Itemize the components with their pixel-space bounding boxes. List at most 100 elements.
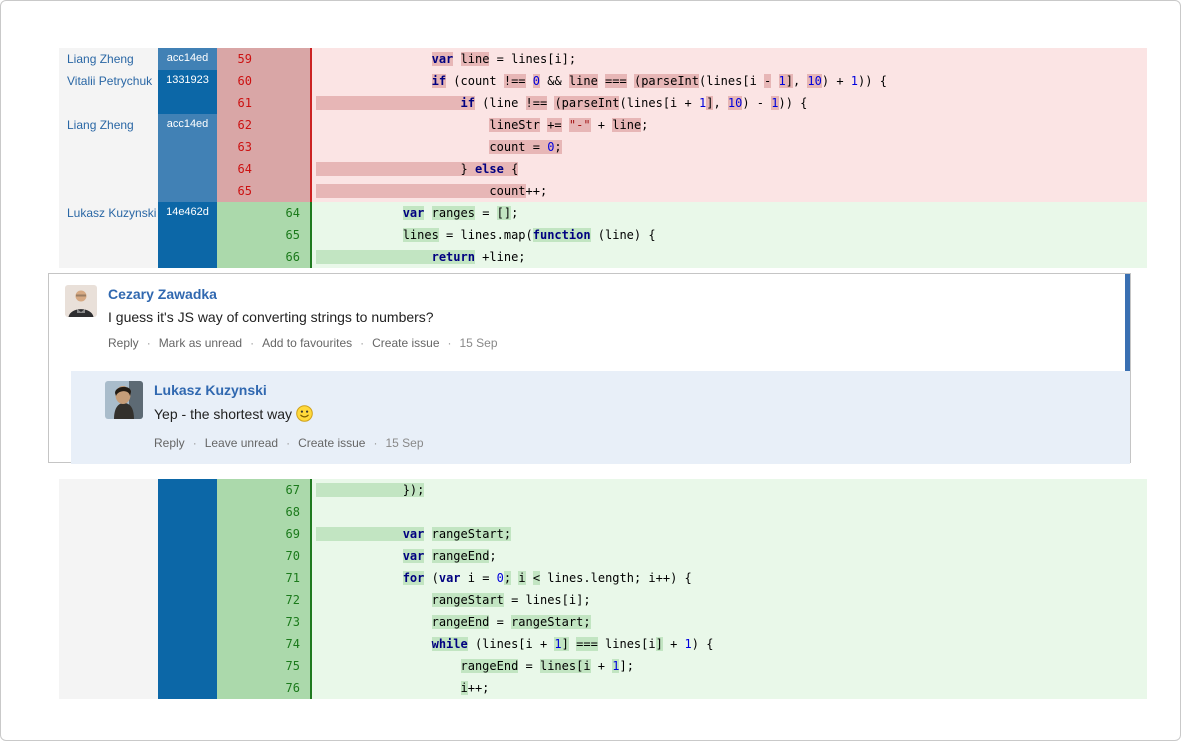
blame-author[interactable]: Liang Zheng: [67, 118, 134, 132]
line-number-gutter: 65: [217, 180, 310, 202]
comment-main: Cezary Zawadka I guess it's JS way of co…: [49, 274, 1130, 371]
comment-author-link[interactable]: Cezary Zawadka: [108, 286, 217, 302]
code-line[interactable]: return +line;: [310, 246, 1147, 268]
line-number-gutter: 71: [217, 567, 310, 589]
blame-author: [59, 479, 158, 699]
comment-actions: Reply·Leave unread·Create issue·15 Sep: [154, 436, 424, 450]
line-number-new[interactable]: 75: [285, 659, 300, 673]
diff-row: 61 if (line !== (parseInt(lines[i + 1], …: [217, 92, 1147, 114]
code-line[interactable]: rangeEnd = lines[i + 1];: [310, 655, 1147, 677]
line-number-new[interactable]: 66: [285, 250, 300, 264]
comment-action-create-issue[interactable]: Create issue: [298, 436, 366, 450]
line-number-new: [262, 158, 310, 180]
line-number-old: [217, 246, 262, 268]
line-number-old[interactable]: 61: [237, 96, 252, 110]
line-number-old[interactable]: 65: [237, 184, 252, 198]
code-line[interactable]: count = 0;: [310, 136, 1147, 158]
code-line[interactable]: rangeEnd = rangeStart;: [310, 611, 1147, 633]
line-number-gutter: 69: [217, 523, 310, 545]
diff-row: 68: [217, 501, 1147, 523]
avatar: [105, 381, 143, 419]
line-number-old[interactable]: 59: [237, 52, 252, 66]
blame-author[interactable]: Liang Zheng: [67, 52, 134, 66]
blame-revision[interactable]: 14e462d: [158, 202, 217, 268]
diff-row: 76 i++;: [217, 677, 1147, 699]
line-number-old[interactable]: 63: [237, 140, 252, 154]
blame-author-column: [59, 479, 158, 699]
diff-row: 71 for (var i = 0; i < lines.length; i++…: [217, 567, 1147, 589]
comment-action-add-to-favourites[interactable]: Add to favourites: [262, 336, 353, 350]
line-number-old[interactable]: 60: [237, 74, 252, 88]
line-number-old: [217, 589, 262, 611]
line-number-new: [262, 180, 310, 202]
comment-action-reply[interactable]: Reply: [154, 436, 185, 450]
code-line[interactable]: var ranges = [];: [310, 202, 1147, 224]
comment-author-link[interactable]: Lukasz Kuzynski: [154, 382, 267, 398]
code-line[interactable]: });: [310, 479, 1147, 501]
comment-action-leave-unread[interactable]: Leave unread: [204, 436, 279, 450]
comment-actions: Reply·Mark as unread·Add to favourites·C…: [108, 336, 498, 350]
action-separator: ·: [447, 336, 452, 350]
line-number-new[interactable]: 74: [285, 637, 300, 651]
code-line[interactable]: count++;: [310, 180, 1147, 202]
line-number-gutter: 74: [217, 633, 310, 655]
diff-row: 75 rangeEnd = lines[i + 1];: [217, 655, 1147, 677]
diff-row: 63 count = 0;: [217, 136, 1147, 158]
line-number-gutter: 64: [217, 158, 310, 180]
line-number-new[interactable]: 71: [285, 571, 300, 585]
code-line[interactable]: lines = lines.map(function (line) {: [310, 224, 1147, 246]
line-number-new[interactable]: 69: [285, 527, 300, 541]
comment-action-reply[interactable]: Reply: [108, 336, 139, 350]
code-line[interactable]: i++;: [310, 677, 1147, 699]
line-number-new: [262, 70, 310, 92]
blame-author[interactable]: Lukasz Kuzynski: [67, 206, 157, 220]
action-separator: ·: [286, 436, 291, 450]
line-number-gutter: 68: [217, 501, 310, 523]
code-line[interactable]: for (var i = 0; i < lines.length; i++) {: [310, 567, 1147, 589]
line-number-new[interactable]: 72: [285, 593, 300, 607]
code-line[interactable]: var line = lines[i];: [310, 48, 1147, 70]
blame-revision[interactable]: 1331923: [158, 70, 217, 114]
comment-action-mark-as-unread[interactable]: Mark as unread: [158, 336, 243, 350]
line-number-gutter: 66: [217, 246, 310, 268]
line-number-gutter: 61: [217, 92, 310, 114]
blame-author[interactable]: Vitalii Petrychuk: [67, 74, 153, 88]
code-line[interactable]: lineStr += "-" + line;: [310, 114, 1147, 136]
line-number-new[interactable]: 67: [285, 483, 300, 497]
diff-row: 72 rangeStart = lines[i];: [217, 589, 1147, 611]
blame-revision: [158, 479, 217, 699]
diff-row: 64 } else {: [217, 158, 1147, 180]
line-number-new[interactable]: 76: [285, 681, 300, 695]
comment-text-span: Yep - the shortest way: [154, 406, 293, 422]
line-number-old: [217, 501, 262, 523]
line-number-old[interactable]: 64: [237, 162, 252, 176]
diff-row: 67 });: [217, 479, 1147, 501]
line-number-new[interactable]: 70: [285, 549, 300, 563]
diff-row: 69 var rangeStart;: [217, 523, 1147, 545]
blame-revision-column: [158, 479, 217, 699]
line-number-old[interactable]: 62: [237, 118, 252, 132]
line-number-gutter: 65: [217, 224, 310, 246]
line-number-gutter: 64: [217, 202, 310, 224]
comment-action-create-issue[interactable]: Create issue: [372, 336, 440, 350]
code-line[interactable]: } else {: [310, 158, 1147, 180]
code-line[interactable]: var rangeStart;: [310, 523, 1147, 545]
line-number-new[interactable]: 65: [285, 228, 300, 242]
code-line[interactable]: rangeStart = lines[i];: [310, 589, 1147, 611]
line-number-gutter: 75: [217, 655, 310, 677]
line-number-new[interactable]: 73: [285, 615, 300, 629]
line-number-new[interactable]: 64: [285, 206, 300, 220]
code-line[interactable]: [310, 501, 1147, 523]
code-line[interactable]: if (line !== (parseInt(lines[i + 1], 10)…: [310, 92, 1147, 114]
blame-revision[interactable]: acc14ed: [158, 48, 217, 70]
line-number-new[interactable]: 68: [285, 505, 300, 519]
code-line[interactable]: while (lines[i + 1] === lines[i] + 1) {: [310, 633, 1147, 655]
code-line[interactable]: var rangeEnd;: [310, 545, 1147, 567]
line-number-old: [217, 523, 262, 545]
line-number-old: [217, 202, 262, 224]
unread-indicator: [1125, 274, 1130, 371]
code-line[interactable]: if (count !== 0 && line === (parseInt(li…: [310, 70, 1147, 92]
line-number-new: [262, 114, 310, 136]
blame-revision[interactable]: acc14ed: [158, 114, 217, 202]
